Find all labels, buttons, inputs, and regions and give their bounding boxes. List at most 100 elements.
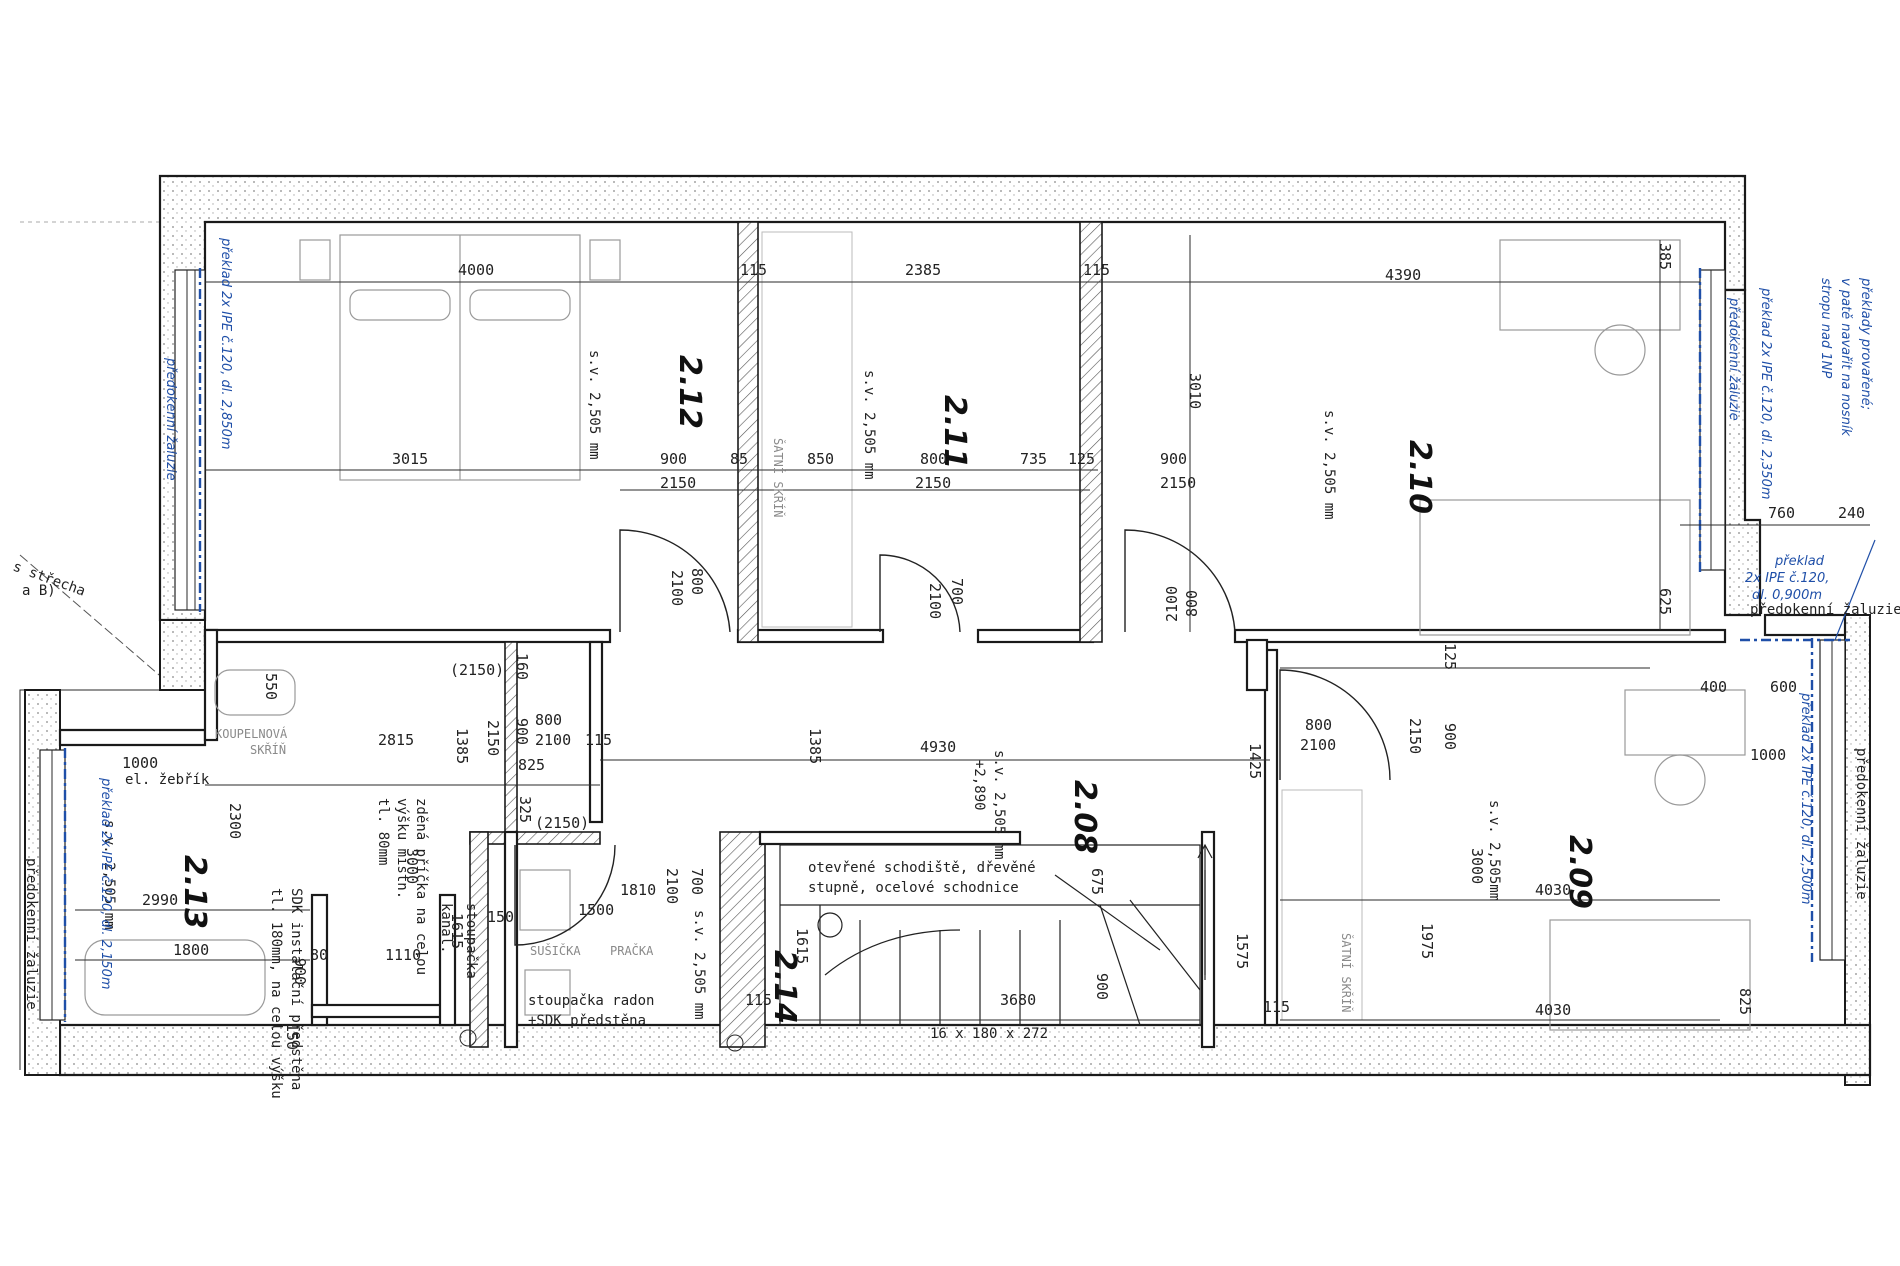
staircase — [779, 843, 1213, 1026]
dim-1110: 1110 — [385, 946, 421, 964]
dim-325: 325 — [516, 796, 534, 823]
dimension-texts: 4000 115 2385 115 4390 385 3015 900 85 8… — [122, 243, 1865, 1050]
dim-3000-b: 3000 — [1468, 848, 1486, 884]
dimension-lines — [75, 235, 1870, 1021]
dim-125-a: 125 — [1068, 450, 1095, 468]
dim-2150-e: 2150 — [1406, 718, 1424, 754]
koupelnova-label: KOUPELNOVÁ — [215, 726, 288, 741]
zdena-label: zděná příčka na celou — [413, 798, 429, 975]
dim-85: 85 — [730, 450, 748, 468]
dim-2100-e: 2100 — [535, 731, 571, 749]
room-number-2-08: 2.08 — [1067, 780, 1102, 854]
dim-800-f: 800 — [1305, 716, 1332, 734]
dim-2990: 2990 — [142, 891, 178, 909]
dim-2385: 2385 — [905, 261, 941, 279]
preklad-212-note: překlad 2x IPE č.120, dl. 2,850m — [218, 237, 233, 450]
dim-240: 240 — [1838, 504, 1865, 522]
dim-115-d: 115 — [745, 991, 772, 1009]
dim-door3-2100: 2100 — [1163, 586, 1181, 622]
dim-150-b: 150 — [283, 1023, 301, 1050]
room-number-2-11: 2.11 — [937, 395, 972, 469]
dim-675: 675 — [1088, 868, 1106, 895]
dim-115-e: 115 — [1263, 998, 1290, 1016]
dim-115-a: 115 — [740, 261, 767, 279]
dim-115-b: 115 — [1083, 261, 1110, 279]
zdena-label-3: tl. 80mm — [375, 798, 391, 865]
lintel-markings — [63, 268, 1876, 1022]
room-sv-2-13: s.v. 2,505 mm — [101, 820, 117, 930]
room-sv-2-14: s.v. 2,505 mm — [691, 910, 707, 1020]
stair-steps-label: 16 x 180 x 272 — [930, 1026, 1048, 1042]
dim-850: 850 — [807, 450, 834, 468]
dim-900-e: 900 — [291, 958, 309, 985]
satni-skrin-label-2: ŠATNÍ SKŘÍŇ — [1339, 933, 1354, 1012]
dim-door3-800: 800 — [1183, 590, 1201, 617]
zdena-label-2: výšku místn. — [394, 798, 410, 899]
preklad-small-1: překlad — [1774, 554, 1825, 569]
interior-walls — [203, 221, 1847, 1049]
dim-550: 550 — [262, 673, 280, 700]
dim-1800: 1800 — [173, 941, 209, 959]
skrin-label: SKŘÍŇ — [250, 742, 286, 757]
dim-1385-b: 1385 — [806, 728, 824, 764]
dim-1425: 1425 — [1246, 743, 1264, 779]
preklad-small-2: 2x IPE č.120, — [1745, 571, 1829, 586]
dim-1500: 1500 — [578, 901, 614, 919]
stoupacka-label: stoupačka — [463, 903, 479, 979]
sdk-label-2: tl. 180mm, na celou výšku — [268, 888, 284, 1099]
zaluzie-212-note: předokenní žaluzie — [163, 357, 178, 481]
dim-2815: 2815 — [378, 731, 414, 749]
zaluzie-213-note: předokenní žaluzie — [23, 858, 39, 1010]
dim-2150-c: 2150 — [1160, 474, 1196, 492]
dim-1975: 1975 — [1418, 923, 1436, 959]
dim-125-b: 125 — [1441, 643, 1459, 670]
dim-825-a: 825 — [518, 756, 545, 774]
room-number-2-13: 2.13 — [177, 855, 212, 929]
dim-1000-b: 1000 — [1750, 746, 1786, 764]
room-sv-2-10: s.v. 2,505 mm — [1321, 410, 1337, 520]
dim-4030-b: 4030 — [1535, 1001, 1571, 1019]
room-number-2-09: 2.09 — [1562, 835, 1597, 909]
dim-2300: 2300 — [226, 803, 244, 839]
dim-900-a: 900 — [660, 450, 687, 468]
dim-door1-2100: 2100 — [668, 570, 686, 606]
dim-160: 160 — [513, 653, 531, 680]
dim-1615-a: 1615 — [448, 913, 466, 949]
dim-825-b: 825 — [1736, 988, 1754, 1015]
room-labels: 2.12 s.v. 2,505 mm 2.11 s.v. 2,505 mm 2.… — [101, 350, 1597, 1024]
dim-760: 760 — [1768, 504, 1795, 522]
dim-900-b: 900 — [1160, 450, 1187, 468]
kanal-label: kanal. — [438, 903, 454, 954]
dim-4930: 4930 — [920, 738, 956, 756]
dim-3000-a: 3000 — [403, 848, 421, 884]
room-number-2-12: 2.12 — [672, 355, 707, 429]
dim-735: 735 — [1020, 450, 1047, 468]
dim-3680: 3680 — [1000, 991, 1036, 1009]
stair-note-2: stupně, ocelové schodnice — [808, 880, 1019, 896]
dim-2150-paren-2: (2150) — [535, 814, 589, 832]
dim-385: 385 — [1656, 243, 1674, 270]
furniture — [84, 234, 1751, 1052]
dim-1615-b: 1615 — [793, 928, 811, 964]
zaluzie-corner-note: předokenní žaluzie — [1750, 602, 1900, 618]
preklad-209-note: překlad 2x IPE č.120, dl. 2,500m — [1798, 692, 1813, 905]
susicka-label: SUŠIČKA — [530, 943, 581, 958]
room-sv-2-12: s.v. 2,505 mm — [586, 350, 602, 460]
dim-625: 625 — [1656, 588, 1674, 615]
dim-door1-800: 800 — [688, 568, 706, 595]
dim-900-c: 900 — [513, 718, 531, 745]
dim-2150-d: 2150 — [484, 720, 502, 756]
preklad-210-note: překlad 2x IPE č.120, dl. 2,350m — [1758, 287, 1773, 500]
dim-4390: 4390 — [1385, 266, 1421, 284]
doors — [514, 529, 1391, 946]
dim-4000: 4000 — [458, 261, 494, 279]
satni-skrin-label-1: ŠATNÍ SKŘÍŇ — [771, 438, 786, 517]
dim-door2-700: 700 — [948, 578, 966, 605]
lintel-notes: překlad 2x IPE č.120, dl. 2,850m předoke… — [23, 237, 1900, 1010]
stair-note-1: otevřené schodiště, dřevěné — [808, 860, 1036, 876]
zaluzie-209-note: předokenní žaluzie — [1853, 748, 1869, 900]
provarene-note-2: v patě navařit na nosník — [1838, 278, 1853, 436]
room-sv-2-09: s.v. 2,505mm — [1486, 800, 1502, 901]
zebrik-label: el. žebřík — [125, 772, 210, 788]
dim-1385-a: 1385 — [453, 728, 471, 764]
